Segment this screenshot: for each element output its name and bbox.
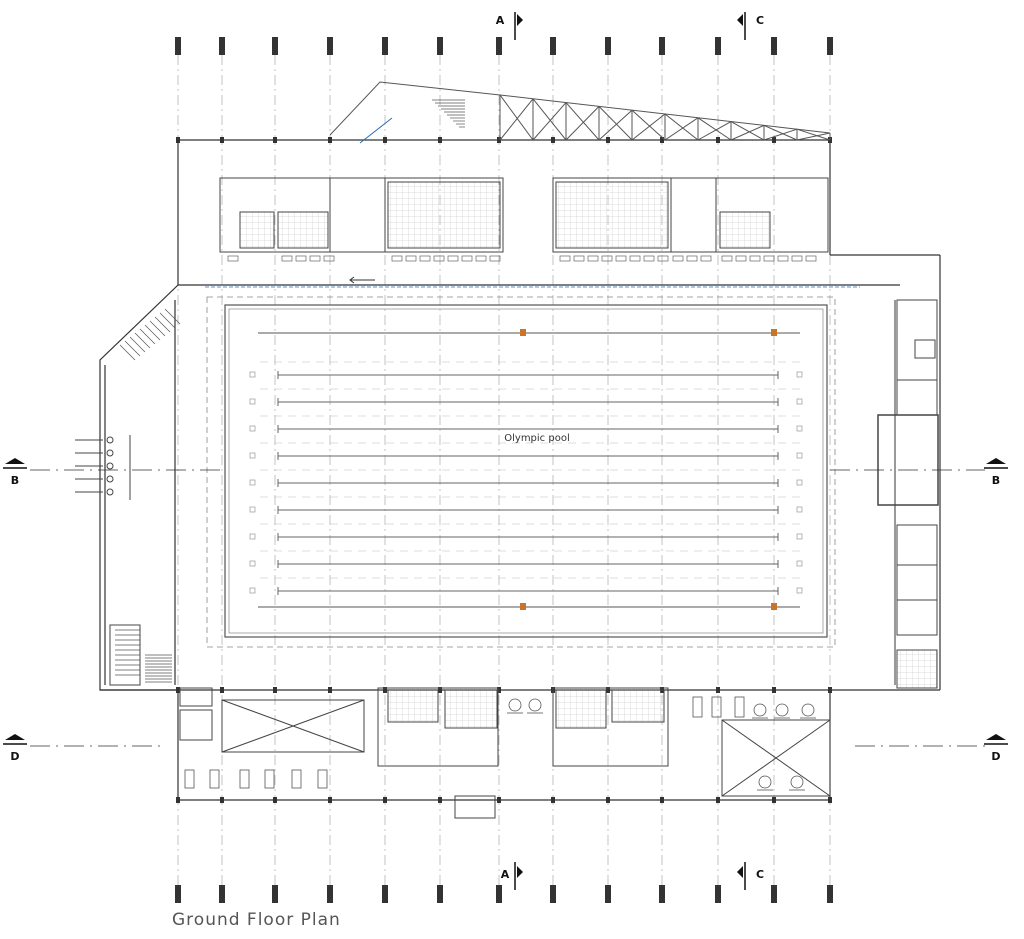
west-entrance (75, 435, 141, 686)
svg-text:D: D (991, 750, 1000, 763)
stairs (115, 99, 465, 683)
column-top (437, 37, 443, 55)
section-cut-lines (30, 469, 985, 747)
column-bottom (605, 885, 611, 903)
section-marker-a-top: A (496, 12, 523, 40)
roof-truss (329, 81, 831, 144)
column-bottom (550, 885, 556, 903)
column-bottom (437, 885, 443, 903)
section-marker-c-top: C (737, 12, 764, 40)
structural-grid-lines (177, 55, 831, 890)
section-marker-b-right: B (984, 458, 1008, 487)
column-top (605, 37, 611, 55)
section-marker-c-bottom: C (737, 862, 764, 890)
east-side-rooms (877, 299, 939, 689)
north-service-rooms (219, 177, 829, 253)
column-top (659, 37, 665, 55)
column-bottom (175, 885, 181, 903)
olympic-pool (206, 296, 836, 648)
column-bottom (382, 885, 388, 903)
column-top (327, 37, 333, 55)
column-bottom (272, 885, 278, 903)
column-top (219, 37, 225, 55)
building-outline (99, 139, 941, 801)
svg-text:A: A (501, 868, 510, 881)
svg-text:B: B (11, 474, 19, 487)
drawing-title: Ground Floor Plan (172, 910, 341, 930)
section-marker-a-bottom: A (501, 862, 523, 890)
column-bottom (827, 885, 833, 903)
gym-equipment (184, 696, 816, 791)
south-rooms (179, 687, 831, 819)
column-top (827, 37, 833, 55)
svg-text:C: C (756, 868, 764, 881)
column-bottom (219, 885, 225, 903)
column-bottom (715, 885, 721, 903)
column-bottom (496, 885, 502, 903)
column-top (272, 37, 278, 55)
direction-arrowhead (349, 276, 355, 284)
column-bottom (327, 885, 333, 903)
bench-row (227, 255, 817, 262)
section-marker-b-left: B (3, 458, 27, 487)
svg-text:C: C (756, 14, 764, 27)
column-top (771, 37, 777, 55)
column-bottom (771, 885, 777, 903)
svg-text:B: B (992, 474, 1000, 487)
svg-text:A: A (496, 14, 505, 27)
column-top (550, 37, 556, 55)
column-top (382, 37, 388, 55)
column-top (496, 37, 502, 55)
svg-text:D: D (10, 750, 19, 763)
pool-label: Olympic pool (504, 433, 569, 444)
column-bottom (659, 885, 665, 903)
column-top (175, 37, 181, 55)
section-marker-d-left: D (3, 734, 27, 763)
column-top (715, 37, 721, 55)
section-marker-d-right: D (984, 734, 1008, 763)
